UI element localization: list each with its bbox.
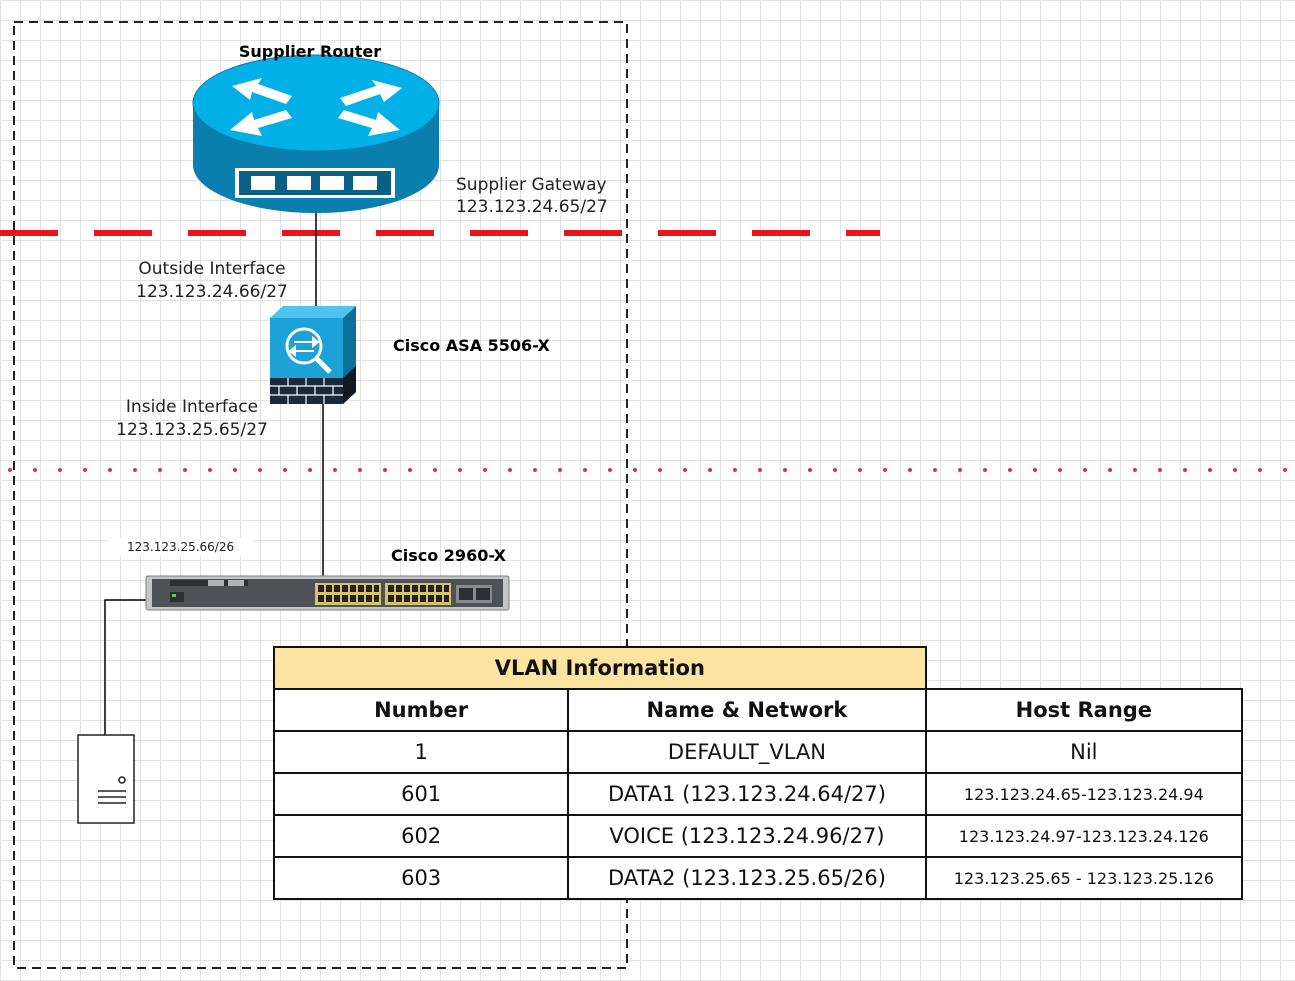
vlan-table-title-row: VLAN Information bbox=[273, 646, 1242, 690]
vlan-name-network: DEFAULT_VLAN bbox=[567, 730, 927, 774]
vlan-name-network: DATA2 (123.123.25.65/26) bbox=[567, 856, 927, 900]
switch-icon bbox=[145, 575, 510, 611]
server-icon bbox=[77, 734, 135, 824]
inside-interface-label: Inside Interface 123.123.25.65/27 bbox=[106, 396, 278, 442]
vlan-number: 602 bbox=[272, 814, 570, 858]
vlan-host-range: Nil bbox=[924, 730, 1244, 774]
supplier-gateway-ip: 123.123.24.65/27 bbox=[456, 197, 608, 217]
vlan-table-title: VLAN Information bbox=[273, 646, 927, 690]
vlan-table-header-row: Number Name & Network Host Range bbox=[272, 688, 1244, 732]
vlan-name-network: VOICE (123.123.24.96/27) bbox=[567, 814, 927, 858]
table-row: 1 DEFAULT_VLAN Nil bbox=[272, 730, 1244, 774]
switch-server-link bbox=[104, 599, 170, 735]
vlan-host-range: 123.123.24.65-123.123.24.94 bbox=[924, 772, 1244, 816]
vlan-number: 601 bbox=[272, 772, 570, 816]
firewall-icon bbox=[270, 306, 356, 404]
switch-label: Cisco 2960-X bbox=[391, 546, 506, 565]
vlan-header-number: Number bbox=[272, 688, 570, 732]
vlan-header-host-range: Host Range bbox=[924, 688, 1244, 732]
table-row: 603 DATA2 (123.123.25.65/26) 123.123.25.… bbox=[272, 856, 1244, 900]
boundary-box bbox=[13, 21, 628, 969]
vlan-number: 603 bbox=[272, 856, 570, 900]
vlan-number: 1 bbox=[272, 730, 570, 774]
outside-interface-name: Outside Interface bbox=[138, 259, 286, 279]
vlan-name-network: DATA1 (123.123.24.64/27) bbox=[567, 772, 927, 816]
router-label: Supplier Router bbox=[238, 42, 382, 61]
inside-interface-ip: 123.123.25.65/27 bbox=[116, 420, 268, 440]
vlan-table-title-spacer bbox=[924, 647, 1242, 690]
firewall-label: Cisco ASA 5506-X bbox=[393, 336, 550, 355]
inside-interface-name: Inside Interface bbox=[125, 397, 259, 417]
router-icon bbox=[192, 54, 440, 213]
vlan-table: VLAN Information Number Name & Network H… bbox=[272, 646, 1244, 900]
supplier-gateway-name: Supplier Gateway bbox=[456, 175, 607, 195]
switch-ip-label: 123.123.25.66/26 bbox=[108, 538, 254, 556]
outside-interface-label: Outside Interface 123.123.24.66/27 bbox=[126, 258, 298, 304]
vlan-header-name-network: Name & Network bbox=[567, 688, 927, 732]
vlan-host-range: 123.123.25.65 - 123.123.25.126 bbox=[924, 856, 1244, 900]
vlan-host-range: 123.123.24.97-123.123.24.126 bbox=[924, 814, 1244, 858]
outside-interface-ip: 123.123.24.66/27 bbox=[136, 282, 288, 302]
supplier-gateway-label: Supplier Gateway 123.123.24.65/27 bbox=[456, 174, 608, 218]
table-row: 602 VOICE (123.123.24.96/27) 123.123.24.… bbox=[272, 814, 1244, 858]
table-row: 601 DATA1 (123.123.24.64/27) 123.123.24.… bbox=[272, 772, 1244, 816]
